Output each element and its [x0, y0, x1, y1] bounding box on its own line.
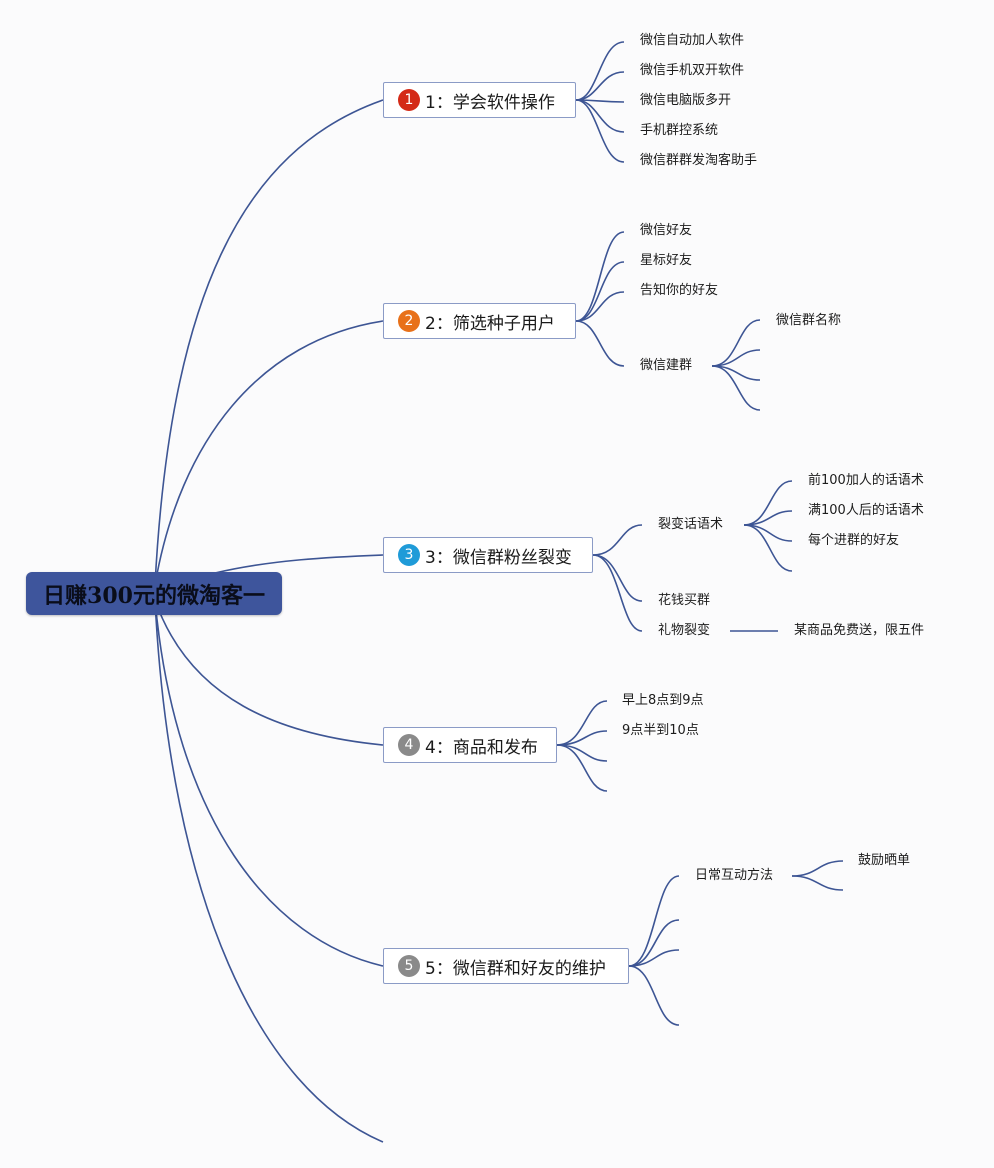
topic-1-child-2[interactable]: 微信手机双开软件	[640, 63, 745, 78]
topic-1-label: 1：学会软件操作	[425, 92, 555, 113]
topic-2-label: 2：筛选种子用户	[425, 313, 555, 334]
connector-root-empty	[154, 599, 384, 1143]
number-4-icon: 4	[398, 734, 420, 756]
connector-t5-c2	[628, 919, 680, 967]
connector-t3-c1	[592, 524, 643, 556]
root-title: 日赚300元的微淘客一	[43, 582, 265, 609]
topic-3-subtopic-1-child-2[interactable]: 满100人后的话语术	[808, 503, 924, 518]
connector-t4-c1	[556, 700, 608, 746]
topic-3-label: 3：微信群粉丝裂变	[425, 547, 572, 568]
topic-2-child-2[interactable]: 星标好友	[640, 253, 693, 268]
connector-t2-sub-c1	[711, 319, 761, 367]
connector-t1-c1	[575, 41, 625, 101]
topic-2-child-1[interactable]: 微信好友	[640, 223, 693, 238]
topic-5[interactable]: 5 5：微信群和好友的维护	[383, 948, 629, 984]
connector-t1-c2	[575, 71, 625, 101]
topic-3-subtopic-1[interactable]: 裂变话语术	[658, 517, 724, 532]
connector-t5-c4	[628, 965, 680, 1026]
topic-1-child-3[interactable]: 微信电脑版多开	[640, 93, 732, 108]
topic-2-subtopic-child-1[interactable]: 微信群名称	[776, 313, 842, 328]
connector-t3-c2	[592, 554, 643, 602]
topic-1-child-4[interactable]: 手机群控系统	[640, 123, 719, 138]
topic-2-subtopic[interactable]: 微信建群	[640, 358, 693, 373]
connector-t3-sub1-c3	[743, 524, 793, 542]
topic-3-subtopic-1-child-1[interactable]: 前100加人的话语术	[808, 473, 924, 488]
topic-5-subtopic-child-1[interactable]: 鼓励晒单	[858, 853, 911, 868]
connector-t2-c1	[575, 231, 625, 322]
topic-3-subtopic-2[interactable]: 礼物裂变	[658, 623, 711, 638]
topic-4-child-1[interactable]: 早上8点到9点	[622, 693, 704, 708]
topic-4[interactable]: 4 4：商品和发布	[383, 727, 557, 763]
connector-t4-c2	[556, 730, 608, 746]
number-3-icon: 3	[398, 544, 420, 566]
connector-t5-c3	[628, 949, 680, 967]
root-node[interactable]: 日赚300元的微淘客一	[26, 572, 282, 615]
connector-t3-sub1-c4	[743, 524, 793, 572]
connector-t5-sub-c2	[791, 875, 844, 891]
topic-1-child-5[interactable]: 微信群群发淘客助手	[640, 153, 758, 168]
topic-3-subtopic-1-child-3[interactable]: 每个进群的好友	[808, 533, 900, 548]
topic-5-subtopic[interactable]: 日常互动方法	[695, 868, 774, 883]
connector-t2-sub-c2	[711, 349, 761, 367]
connector-t5-c1	[628, 875, 680, 967]
topic-2[interactable]: 2 2：筛选种子用户	[383, 303, 576, 339]
connector-t5-sub-c1	[791, 860, 844, 877]
connector-root-topic2	[154, 320, 384, 586]
connector-t2-c3	[575, 291, 625, 322]
connector-t1-c5	[575, 99, 625, 163]
connector-t3-c3	[592, 554, 643, 632]
connector-root-topic5	[154, 599, 384, 967]
topic-3-leaf[interactable]: 花钱买群	[658, 593, 711, 608]
connector-t1-c4	[575, 99, 625, 133]
topic-2-child-3[interactable]: 告知你的好友	[640, 283, 719, 298]
topic-4-child-2[interactable]: 9点半到10点	[622, 723, 699, 738]
connector-t3-sub1-c1	[743, 480, 793, 526]
connector-t4-c4	[556, 744, 608, 792]
topic-1-child-1[interactable]: 微信自动加人软件	[640, 33, 745, 48]
topic-3[interactable]: 3 3：微信群粉丝裂变	[383, 537, 593, 573]
connector-t2-c2	[575, 261, 625, 322]
connector-t2-sub-c4	[711, 365, 761, 411]
number-1-icon: 1	[398, 89, 420, 111]
topic-5-label: 5：微信群和好友的维护	[425, 958, 606, 979]
connector-t2-c4	[575, 320, 625, 367]
connector-t4-c3	[556, 744, 608, 762]
connector-root-topic1	[154, 99, 384, 586]
number-5-icon: 5	[398, 955, 420, 977]
topic-4-label: 4：商品和发布	[425, 737, 538, 758]
topic-3-subtopic-2-child[interactable]: 某商品免费送，限五件	[794, 623, 925, 638]
connector-root-topic4	[154, 599, 384, 746]
number-2-icon: 2	[398, 310, 420, 332]
topic-1[interactable]: 1 1：学会软件操作	[383, 82, 576, 118]
connector-root-topic3	[214, 554, 384, 574]
